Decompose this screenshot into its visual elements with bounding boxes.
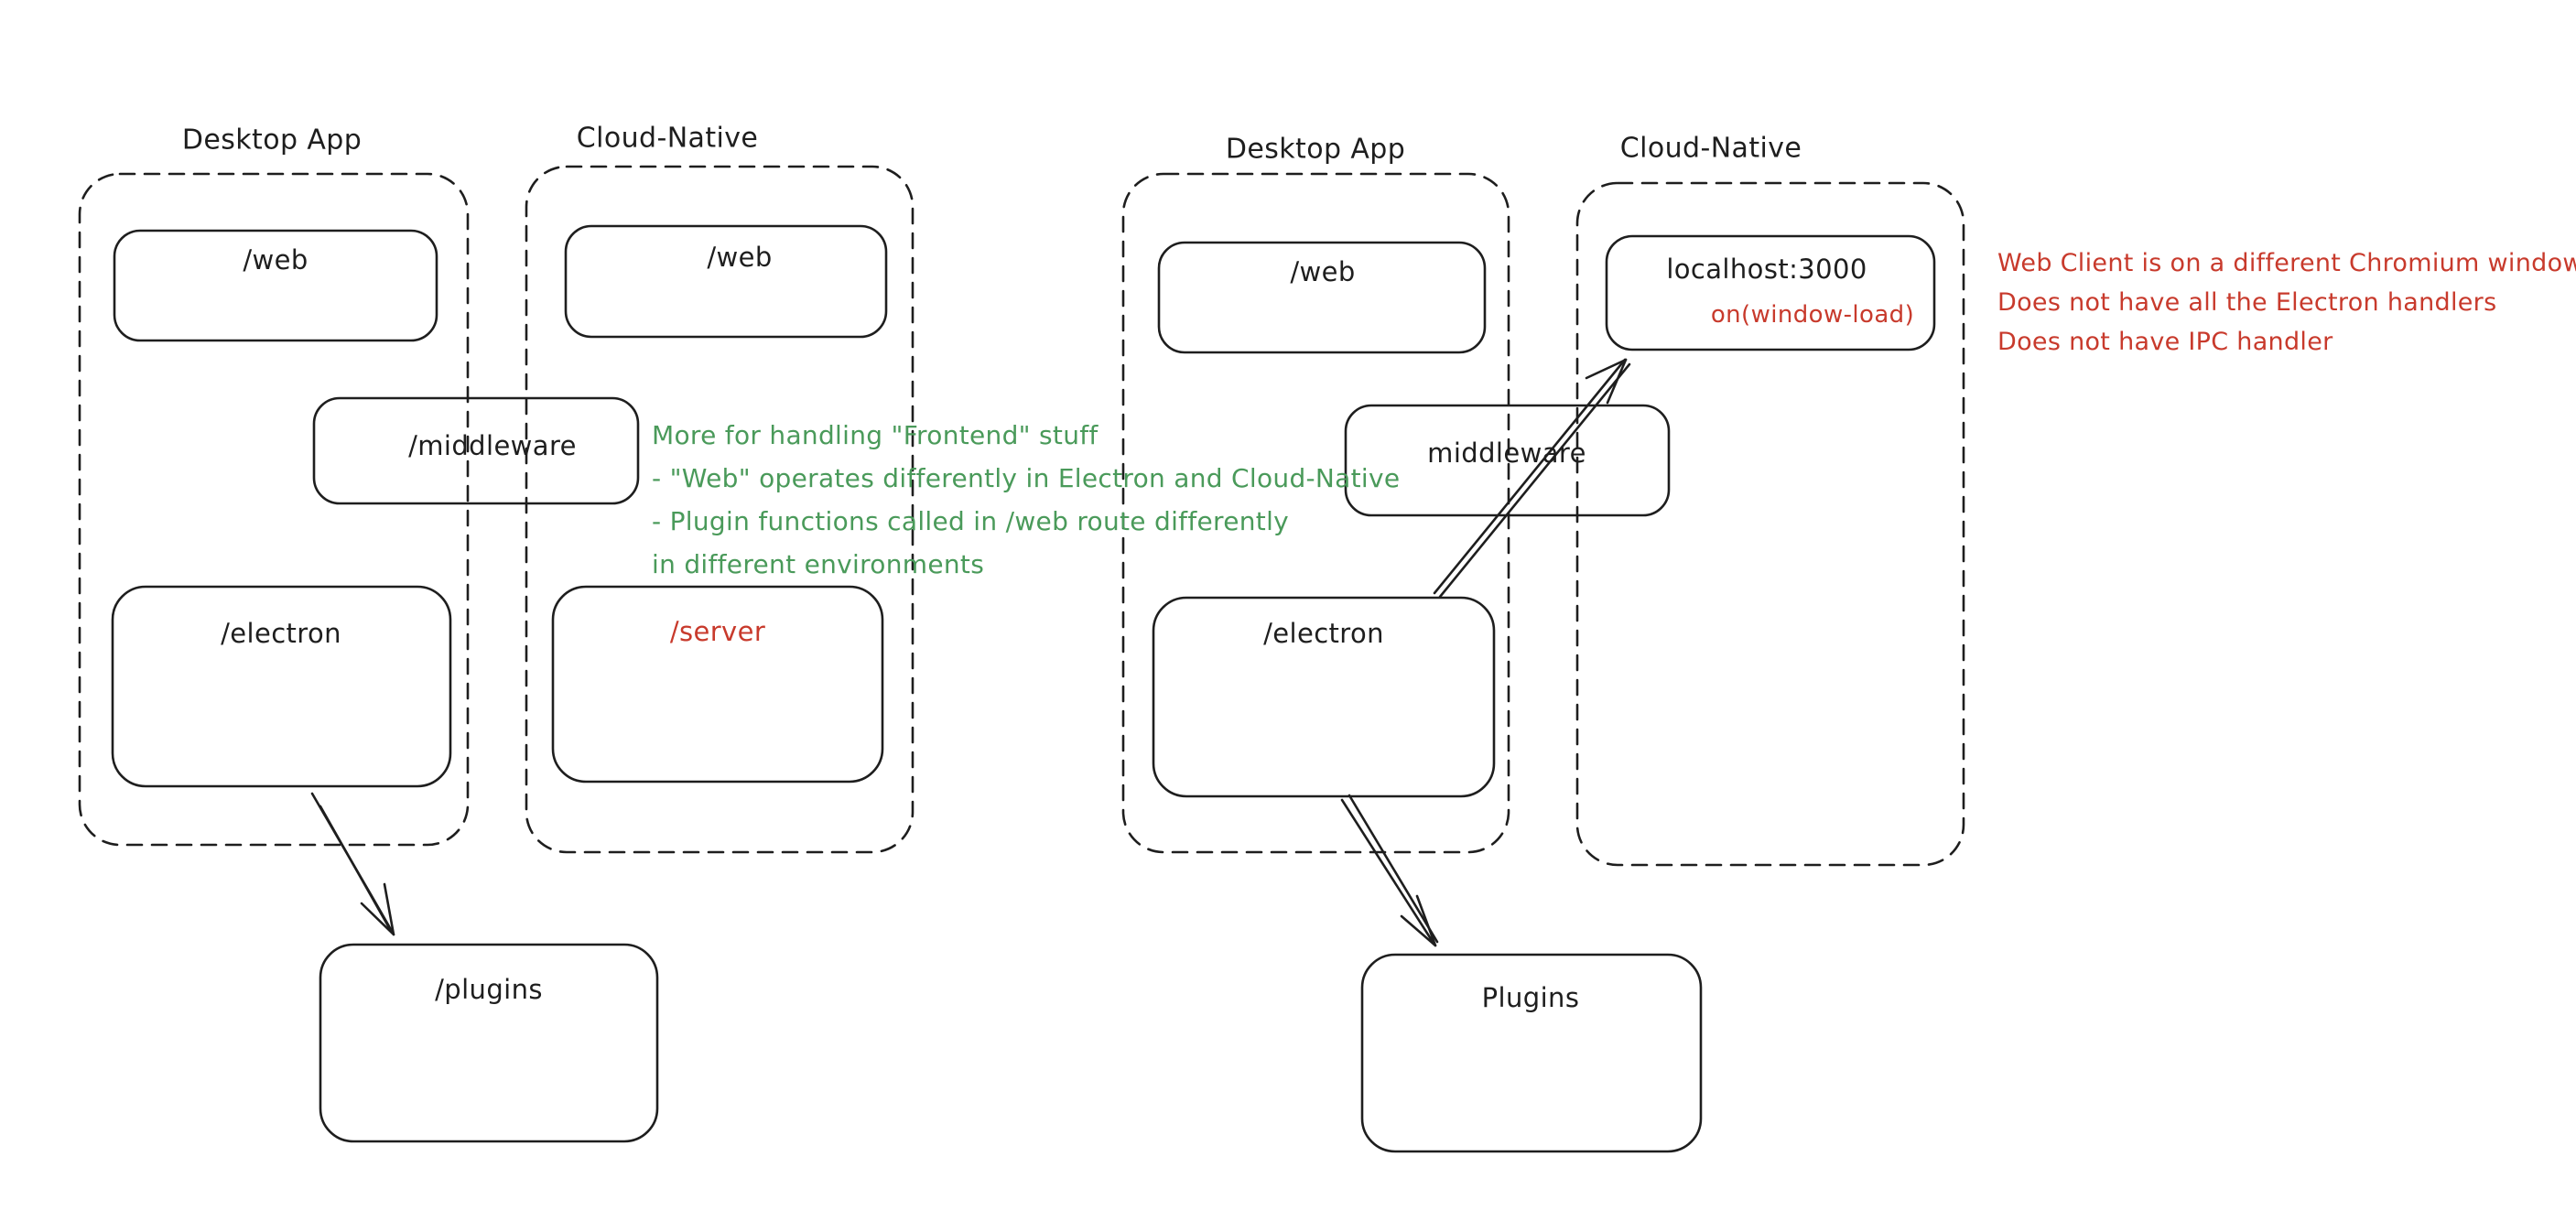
box-localhost-3000 (1605, 234, 1936, 351)
annotation-line: Web Client is on a different Chromium wi… (1997, 249, 2576, 277)
arrow-electron-to-plugins-right (1340, 794, 1439, 947)
box-web-left-cloud (564, 224, 888, 339)
box-label-electron-right: /electron (1263, 618, 1384, 649)
box-web-right (1157, 241, 1487, 354)
container-label-desktop-app-right: Desktop App (1225, 133, 1406, 166)
container-label-cloud-native-left: Cloud-Native (576, 122, 759, 155)
box-plugins-left (319, 943, 659, 1143)
box-server-left (551, 585, 884, 784)
box-label-middleware-right: middleware (1427, 438, 1586, 469)
box-label-electron-left: /electron (221, 618, 341, 649)
container-cloud-native-left (525, 165, 915, 854)
box-label-web-right: /web (1290, 256, 1356, 287)
container-cloud-native-right (1575, 181, 1965, 867)
box-electron-right (1152, 596, 1496, 798)
annotation-line: in different environments (652, 549, 985, 579)
annotation-line: Does not have all the Electron handlers (1997, 288, 2497, 317)
box-label-localhost-3000: localhost:3000 (1666, 254, 1867, 285)
box-electron-left (111, 585, 452, 788)
annotation-line: - Plugin functions called in /web route … (652, 506, 1290, 536)
box-label-web-left-cloud: /web (707, 242, 773, 273)
box-label-on-window-load: on(window-load) (1710, 301, 1915, 329)
box-label-plugins-left: /plugins (435, 974, 543, 1005)
arrow-electron-to-localhost-right (1433, 358, 1631, 599)
annotation-frontend-note: More for handling "Frontend" stuff - "We… (652, 414, 1400, 586)
annotation-web-client-note: Web Client is on a different Chromium wi… (1997, 243, 2576, 362)
arrow-electron-to-plugins-left (310, 792, 395, 936)
container-desktop-app-left (78, 172, 470, 847)
container-label-desktop-app-left: Desktop App (181, 124, 363, 157)
box-middleware-left (312, 396, 640, 505)
box-plugins-right (1360, 953, 1703, 1153)
box-label-plugins-right: Plugins (1481, 982, 1580, 1013)
box-web-left-desktop (113, 229, 438, 342)
annotation-line: More for handling "Frontend" stuff (652, 420, 1099, 450)
box-label-web-left-desktop: /web (243, 244, 308, 276)
container-label-cloud-native-right: Cloud-Native (1619, 132, 1802, 165)
annotation-line: - "Web" operates differently in Electron… (652, 463, 1401, 493)
box-label-middleware-left: /middleware (408, 430, 577, 461)
annotation-line: Does not have IPC handler (1997, 328, 2333, 356)
box-label-server-left: /server (669, 616, 766, 647)
